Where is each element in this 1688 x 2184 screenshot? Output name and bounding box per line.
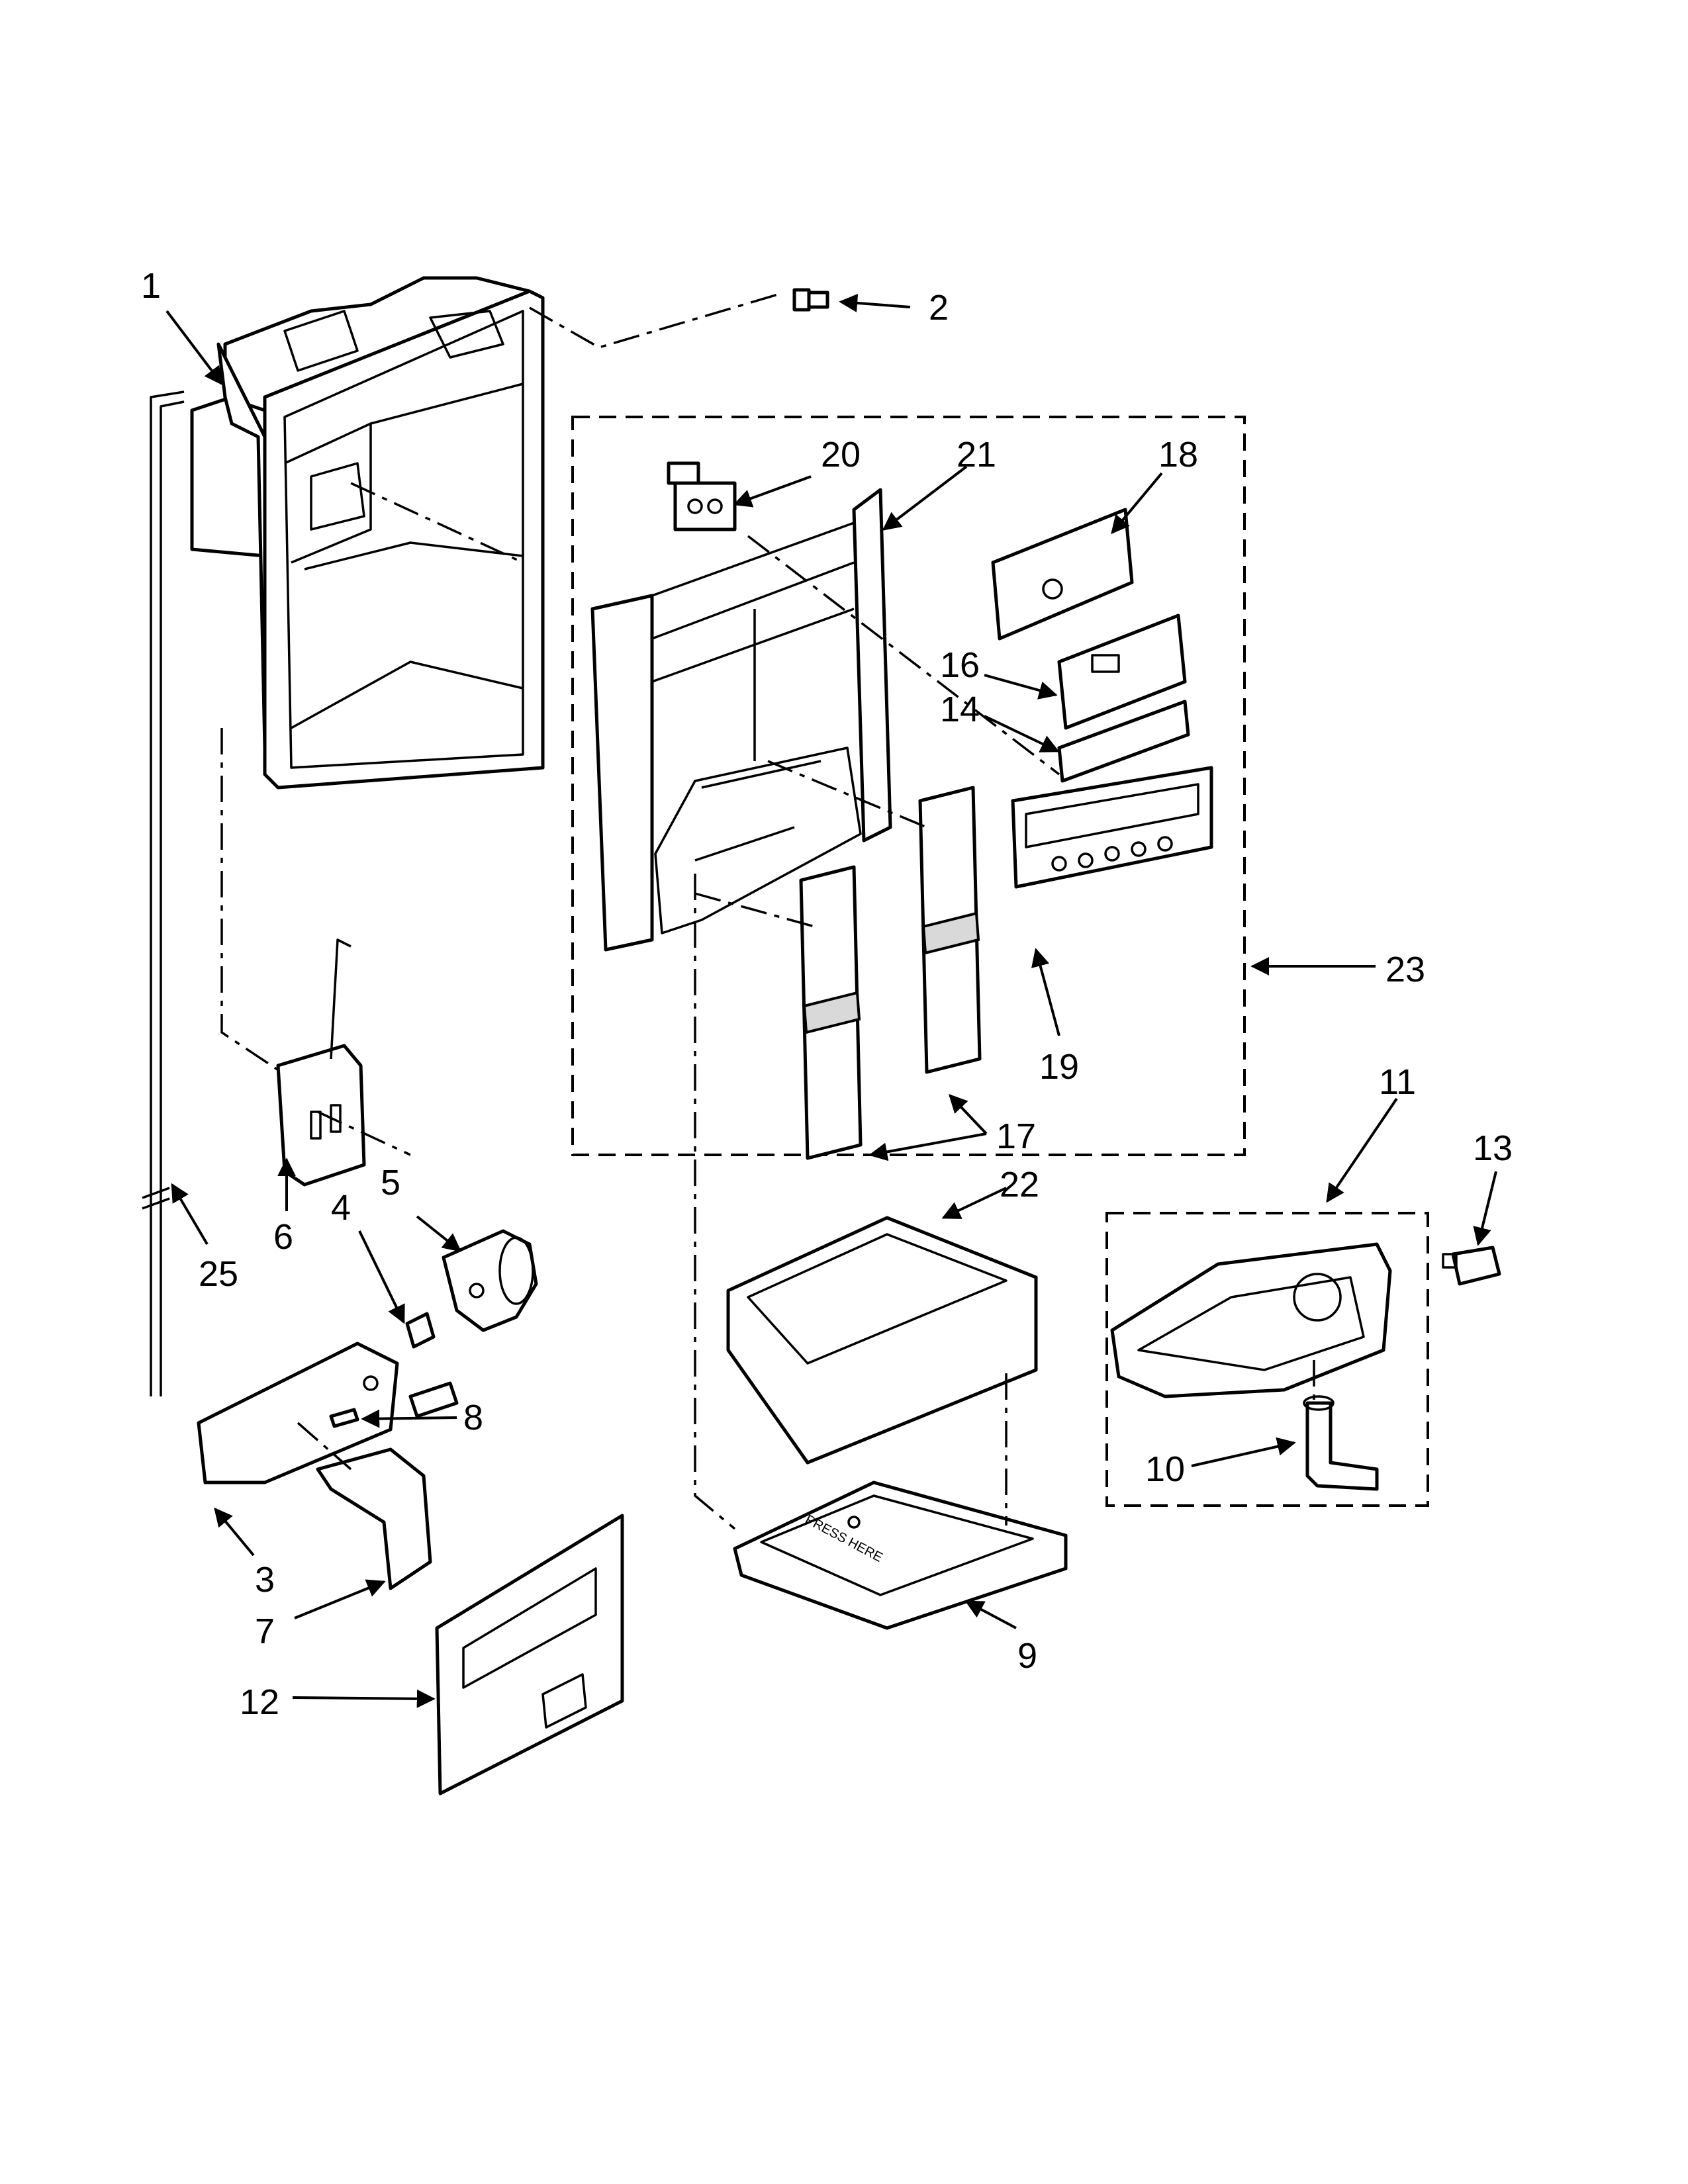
lever-part-7 (316, 1381, 459, 1590)
screw-part (792, 288, 829, 312)
access-cover (435, 1514, 624, 1796)
drip-tray-grille (726, 1216, 1038, 1465)
callout-11: 11 (1379, 1062, 1416, 1102)
callout-16: 16 (940, 645, 980, 685)
callout-14: 14 (940, 690, 980, 729)
assembly-lines (220, 293, 1315, 1530)
callout-8: 8 (463, 1398, 483, 1437)
control-panel (1011, 766, 1213, 889)
callout-23: 23 (1385, 950, 1425, 989)
callout-7: 7 (255, 1612, 275, 1651)
callout-21: 21 (957, 435, 996, 475)
callout-20: 20 (821, 435, 861, 475)
callout-4: 4 (331, 1188, 351, 1228)
callout-17: 17 (996, 1116, 1036, 1156)
motor-part (442, 1229, 538, 1332)
connector-part (667, 461, 737, 531)
callout-6: 6 (273, 1217, 293, 1257)
callout-10: 10 (1145, 1449, 1185, 1489)
dispenser-frame (590, 488, 892, 952)
callout-25: 25 (199, 1254, 238, 1294)
callout-12: 12 (240, 1682, 279, 1722)
callout-1: 1 (141, 266, 161, 306)
callout-2: 2 (929, 288, 949, 328)
callout-3: 3 (255, 1560, 275, 1600)
assembly-box-11 (1105, 1212, 1429, 1507)
callout-5: 5 (381, 1163, 400, 1203)
callout-19: 19 (1039, 1047, 1079, 1087)
callout-22: 22 (1000, 1165, 1039, 1205)
drip-tray-base: PRESS HERE (733, 1480, 1068, 1630)
valve-part (1303, 1395, 1379, 1491)
screw-part-8 (329, 1408, 359, 1428)
leader-lines (165, 293, 1497, 1708)
dispenser-chute (1110, 1242, 1392, 1398)
water-tube (142, 390, 185, 1396)
callouts: 1 2 3 4 5 6 7 8 9 10 11 12 13 14 16 17 1… (141, 266, 1513, 1722)
circuit-board-14 (1057, 700, 1190, 783)
circuit-board-18 (991, 508, 1134, 641)
callout-9: 9 (1017, 1636, 1037, 1676)
callout-18: 18 (1158, 435, 1198, 475)
assembly-box-23 (571, 416, 1246, 1156)
switch-knob (405, 1312, 436, 1349)
callout-13: 13 (1473, 1128, 1513, 1168)
bracket-part-3 (197, 1342, 399, 1484)
paddles (799, 786, 982, 1160)
module-part-6 (276, 938, 366, 1187)
circuit-board-16 (1057, 614, 1187, 730)
dispenser-housing (190, 276, 545, 790)
switch-part-13 (1442, 1246, 1501, 1286)
